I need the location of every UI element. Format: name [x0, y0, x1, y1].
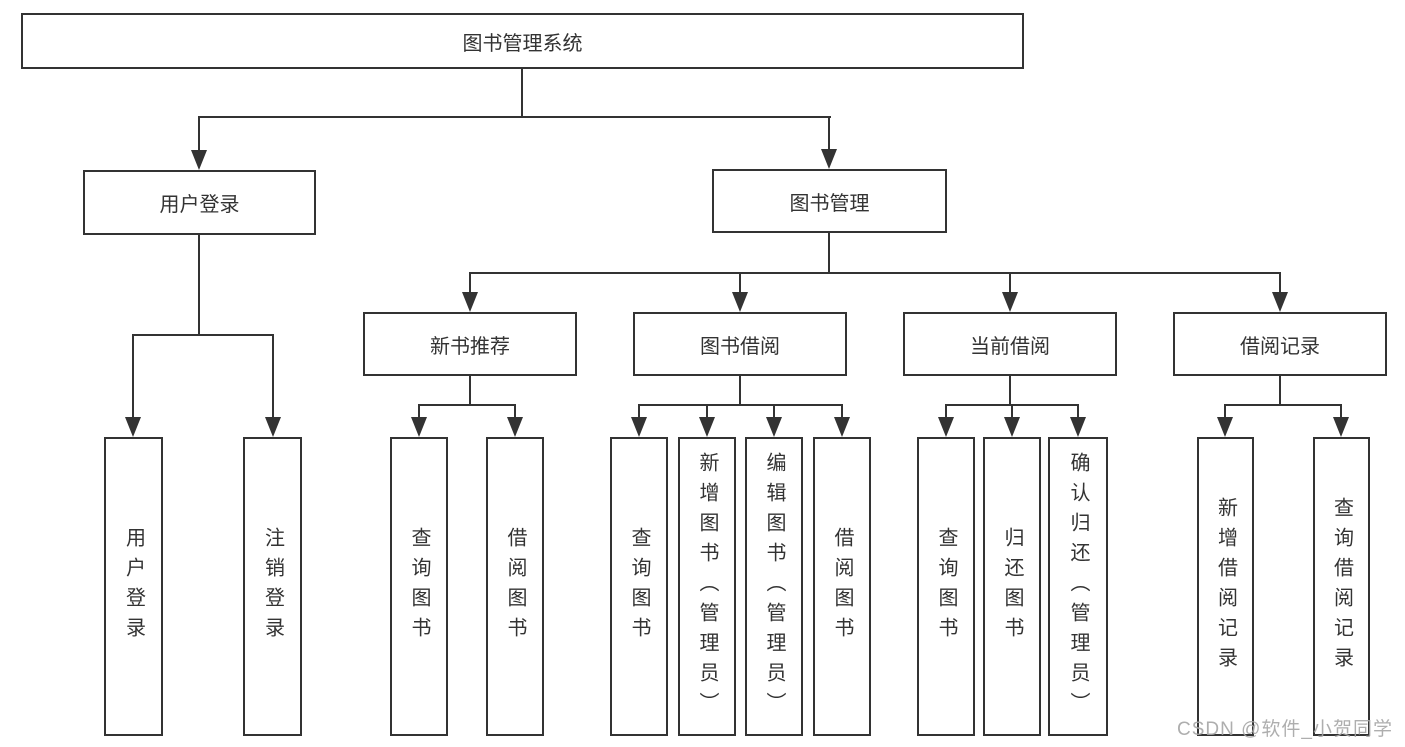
leaf-query-books-recommend: 查询图书: [390, 437, 448, 736]
arrow-down-icon: [265, 417, 281, 437]
arrow-down-icon: [1217, 417, 1233, 437]
connector-user-login-bar: [132, 334, 274, 336]
node-current-borrowing-label: 当前借阅: [970, 335, 1050, 358]
node-root-library-system: 图书管理系统: [21, 13, 1024, 69]
connector-root-stem: [521, 69, 523, 118]
arrow-down-icon: [191, 150, 207, 170]
node-book-borrowing: 图书借阅: [633, 312, 847, 376]
leaf-query-borrow-record: 查询借阅记录: [1313, 437, 1370, 736]
connector-to-leaf-query-borrow-record: [1340, 404, 1342, 419]
connector-to-leaf-add-borrow-record: [1224, 404, 1226, 419]
connector-recommendation-bar: [418, 404, 516, 406]
connector-borrowing-stem: [739, 376, 741, 406]
node-borrowing-records-label: 借阅记录: [1240, 335, 1320, 358]
arrow-down-icon: [125, 417, 141, 437]
node-current-borrowing: 当前借阅: [903, 312, 1117, 376]
connector-to-leaf-return-books: [1011, 404, 1013, 419]
node-root-label: 图书管理系统: [462, 32, 583, 55]
connector-to-leaf-borrow-books-recommend: [514, 404, 516, 419]
connector-to-leaf-query-books-recommend: [418, 404, 420, 419]
connector-root-bar: [198, 116, 831, 118]
leaf-query-books-current-label: 查询图书: [935, 526, 957, 647]
node-user-login-label: 用户登录: [159, 194, 240, 216]
connector-to-leaf-user-login: [132, 334, 134, 419]
connector-user-login-stem: [198, 235, 200, 336]
leaf-confirm-return-admin-label: 确认归还（管理员）: [1067, 451, 1089, 722]
arrow-down-icon: [411, 417, 427, 437]
leaf-add-books-admin-label: 新增图书（管理员）: [696, 451, 718, 722]
connector-to-leaf-add-books-admin: [706, 404, 708, 419]
connector-to-borrowing-records: [1279, 272, 1281, 293]
arrow-down-icon: [462, 292, 478, 312]
connector-to-leaf-logout: [272, 334, 274, 419]
leaf-logout-label: 注销登录: [261, 526, 284, 647]
leaf-edit-books-admin-label: 编辑图书（管理员）: [763, 451, 785, 722]
arrow-down-icon: [631, 417, 647, 437]
leaf-borrow-books-borrowing: 借阅图书: [813, 437, 871, 736]
arrow-down-icon: [821, 149, 837, 169]
arrow-down-icon: [1070, 417, 1086, 437]
node-new-book-recommendation: 新书推荐: [363, 312, 577, 376]
arrow-down-icon: [732, 292, 748, 312]
node-book-management-label: 图书管理: [789, 192, 870, 215]
leaf-edit-books-admin: 编辑图书（管理员）: [745, 437, 803, 736]
connector-to-leaf-confirm-return: [1077, 404, 1079, 419]
connector-to-leaf-query-books-current: [945, 404, 947, 419]
connector-root-to-book-management-stem: [828, 116, 830, 152]
leaf-user-login-label: 用户登录: [122, 526, 145, 647]
connector-to-current-borrowing: [1009, 272, 1011, 293]
node-book-borrowing-label: 图书借阅: [700, 335, 780, 358]
leaf-return-books: 归还图书: [983, 437, 1041, 736]
connector-to-new-book-recommendation: [469, 272, 471, 293]
arrow-down-icon: [766, 417, 782, 437]
node-borrowing-records: 借阅记录: [1173, 312, 1387, 376]
arrow-down-icon: [699, 417, 715, 437]
leaf-query-books-borrowing-label: 查询图书: [628, 526, 650, 647]
connector-records-bar: [1224, 404, 1342, 406]
arrow-down-icon: [938, 417, 954, 437]
connector-book-management-stem: [828, 233, 830, 274]
node-book-management: 图书管理: [712, 169, 947, 233]
leaf-query-books-borrowing: 查询图书: [610, 437, 668, 736]
leaf-borrow-books-recommend: 借阅图书: [486, 437, 544, 736]
connector-root-to-user-login-stem: [198, 116, 200, 152]
connector-to-leaf-query-books-borrowing: [638, 404, 640, 419]
arrow-down-icon: [1004, 417, 1020, 437]
connector-to-leaf-edit-books-admin: [773, 404, 775, 419]
connector-recommendation-stem: [469, 376, 471, 406]
leaf-logout: 注销登录: [243, 437, 302, 736]
leaf-query-books-recommend-label: 查询图书: [408, 526, 430, 647]
leaf-query-books-current: 查询图书: [917, 437, 975, 736]
leaf-add-borrow-record-label: 新增借阅记录: [1214, 496, 1237, 677]
leaf-user-login: 用户登录: [104, 437, 163, 736]
csdn-watermark: CSDN @软件_小贺同学: [1177, 719, 1393, 740]
arrow-down-icon: [1002, 292, 1018, 312]
connector-borrowing-bar: [638, 404, 843, 406]
connector-to-book-borrowing: [739, 272, 741, 293]
node-new-book-recommendation-label: 新书推荐: [430, 335, 510, 358]
leaf-borrow-books-recommend-label: 借阅图书: [504, 526, 526, 647]
connector-records-stem: [1279, 376, 1281, 406]
connector-current-stem: [1009, 376, 1011, 406]
leaf-add-borrow-record: 新增借阅记录: [1197, 437, 1254, 736]
connector-to-leaf-borrow-books-borrowing: [841, 404, 843, 419]
arrow-down-icon: [834, 417, 850, 437]
arrow-down-icon: [507, 417, 523, 437]
leaf-add-books-admin: 新增图书（管理员）: [678, 437, 736, 736]
arrow-down-icon: [1272, 292, 1288, 312]
leaf-borrow-books-borrowing-label: 借阅图书: [831, 526, 853, 647]
connector-book-management-bar: [469, 272, 1281, 274]
leaf-confirm-return-admin: 确认归还（管理员）: [1048, 437, 1108, 736]
leaf-return-books-label: 归还图书: [1001, 526, 1023, 647]
arrow-down-icon: [1333, 417, 1349, 437]
leaf-query-borrow-record-label: 查询借阅记录: [1330, 496, 1353, 677]
node-user-login: 用户登录: [83, 170, 316, 235]
